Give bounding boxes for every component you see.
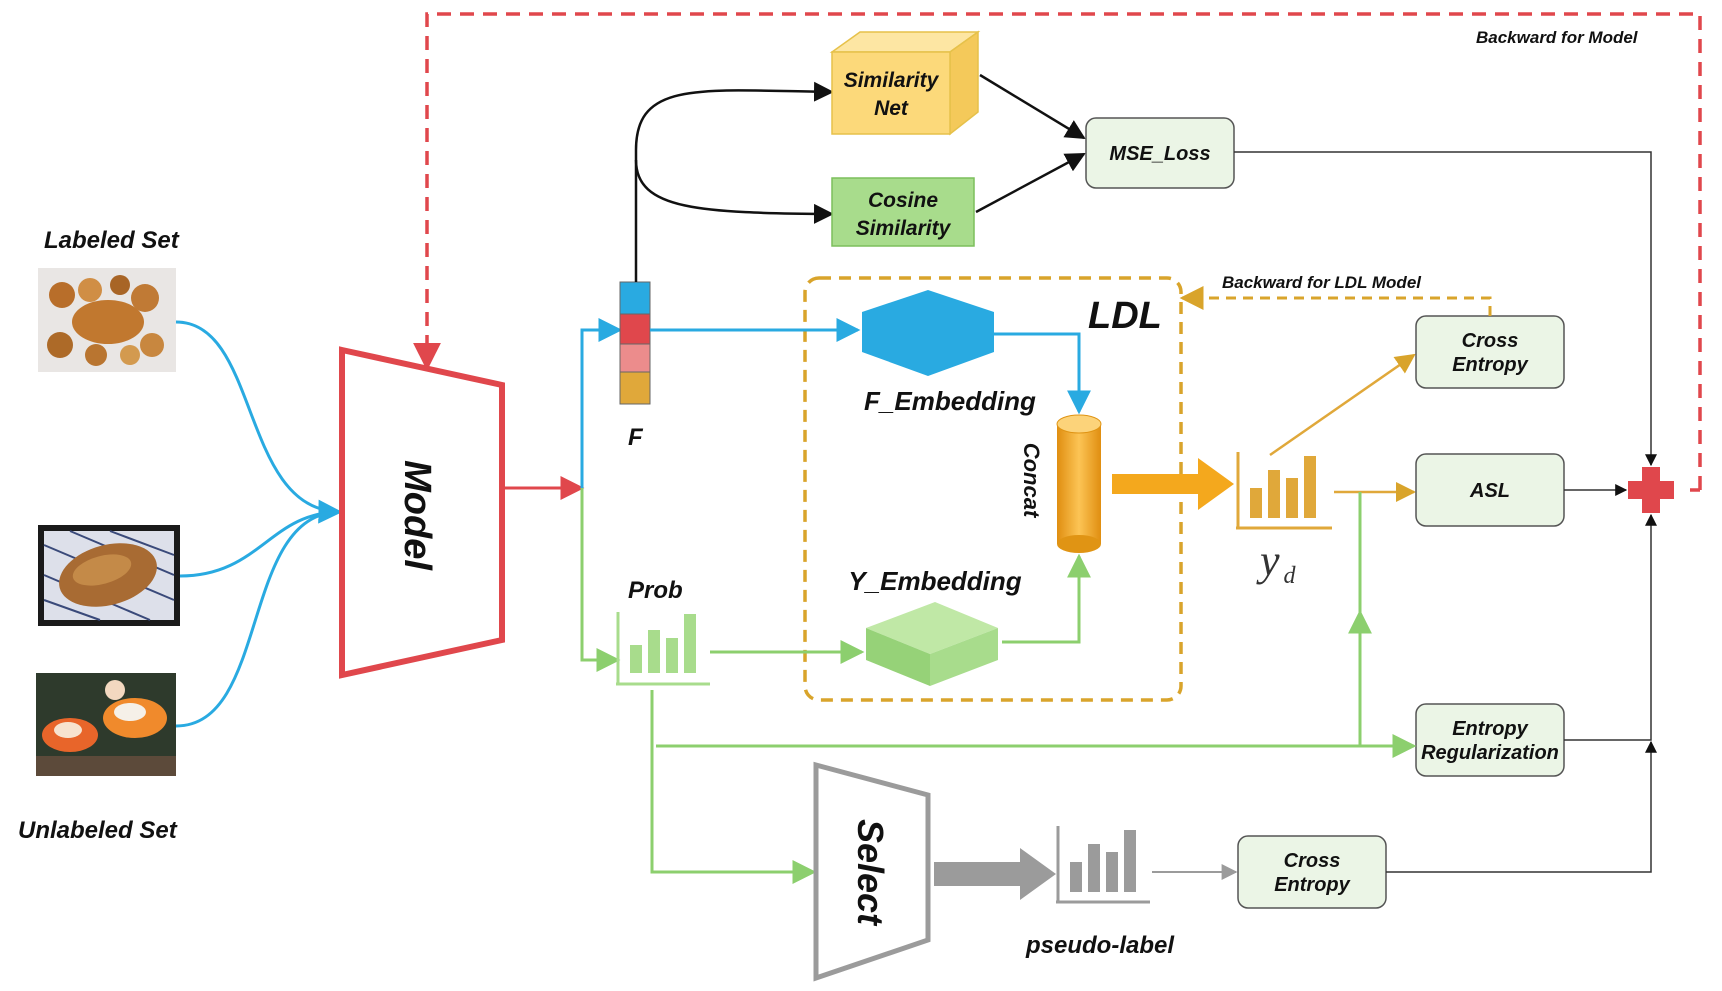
pseudo-label-histogram-icon xyxy=(1056,826,1150,904)
cross-entropy-bottom-block xyxy=(1237,835,1387,909)
y-embedding-label: Y_Embedding xyxy=(848,566,1021,596)
yd-histogram-icon xyxy=(1236,452,1332,530)
mse-to-sum xyxy=(1234,151,1657,467)
pseudo-label-text: pseudo-label xyxy=(1025,932,1175,959)
backward-model-label: Backward for Model xyxy=(1476,28,1639,47)
cosine-similarity-block xyxy=(831,177,975,247)
mse-loss-label: MSE_Loss xyxy=(1109,143,1210,165)
goldfish-to-model-curve xyxy=(175,510,341,728)
prob-down-branch xyxy=(650,690,817,884)
prob-histogram-icon xyxy=(616,612,710,686)
y-embedding-to-concat xyxy=(1002,553,1091,644)
entropy-reg-line1: Entropy xyxy=(1452,718,1528,740)
cosine-line2: Similarity xyxy=(856,217,952,240)
bread-photo-icon xyxy=(38,268,176,372)
yd-main: y xyxy=(1256,536,1280,585)
bread-cloth-photo-icon xyxy=(38,525,180,626)
similarity-to-mse xyxy=(979,73,1086,140)
cross-entropy-top-line1: Cross xyxy=(1462,330,1519,352)
select-block xyxy=(813,761,931,982)
cross-entropy-top-block xyxy=(1415,315,1565,389)
entropy-reg-line2: Regularization xyxy=(1421,742,1559,764)
concat-to-yd-arrow xyxy=(1112,458,1234,510)
labeled-set-label: Labeled Set xyxy=(44,227,180,254)
similarity-net-line1: Similarity xyxy=(844,69,940,92)
ldl-label: LDL xyxy=(1088,295,1162,337)
f-embedding-to-concat xyxy=(994,332,1091,415)
backward-ldl-arrow xyxy=(1179,286,1492,316)
labeled-to-model-curve xyxy=(175,320,343,524)
f-embedding-label: F_Embedding xyxy=(864,386,1036,416)
concat-cylinder xyxy=(1056,414,1102,553)
split-to-f xyxy=(580,318,623,488)
split-to-prob xyxy=(580,488,621,672)
asl-label: ASL xyxy=(1469,480,1510,502)
similarity-net-line2: Net xyxy=(874,97,909,120)
model-block xyxy=(339,346,505,679)
unlabeled-set-label: Unlabeled Set xyxy=(18,817,178,844)
f-embedding-hexagon xyxy=(862,290,994,376)
concat-label: Concat xyxy=(1019,443,1044,519)
select-to-pseudo-arrow xyxy=(934,848,1056,900)
cross-entropy-bottom-line1: Cross xyxy=(1284,850,1341,872)
entropy-reg-to-sum xyxy=(1564,513,1657,741)
cosine-to-mse xyxy=(975,152,1086,214)
select-label: Select xyxy=(850,819,891,927)
model-label: Model xyxy=(396,460,438,571)
f-feature-vector xyxy=(619,281,651,405)
yd-to-cross-entropy xyxy=(1269,353,1416,457)
goldfish-photo-icon xyxy=(36,673,176,776)
cosine-line1: Cosine xyxy=(868,189,938,212)
backward-ldl-label: Backward for LDL Model xyxy=(1222,273,1422,292)
cross-entropy-bottom-line2: Entropy xyxy=(1274,874,1350,896)
y-embedding-cube xyxy=(866,602,998,686)
plus-icon xyxy=(1628,467,1674,513)
prob-label: Prob xyxy=(628,577,683,604)
entropy-regularization-block xyxy=(1415,703,1565,777)
similarity-net-block xyxy=(829,30,981,136)
mse-loss-block xyxy=(1085,117,1235,189)
cross-entropy-top-line2: Entropy xyxy=(1452,354,1528,376)
bread2-to-model-curve xyxy=(179,510,341,578)
cross-entropy-bottom-to-sum xyxy=(1386,740,1657,873)
backward-model-loop xyxy=(413,12,1702,490)
yd-sub: d xyxy=(1284,563,1297,589)
f-to-cosine xyxy=(634,159,834,224)
f-to-similarity-net xyxy=(634,81,834,282)
f-label: F xyxy=(628,424,644,451)
